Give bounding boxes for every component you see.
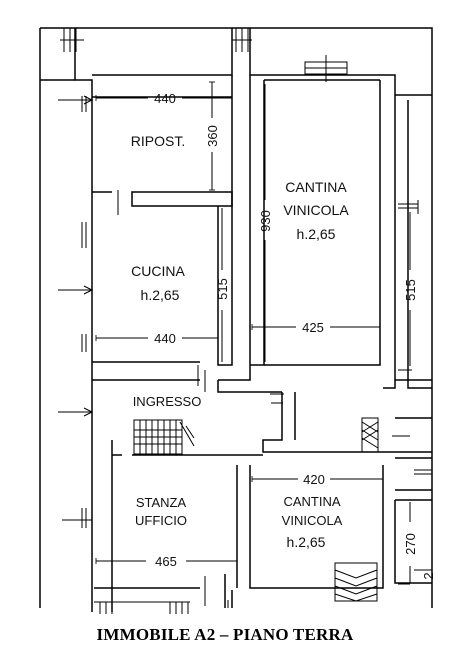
plan-caption: IMMOBILE A2 – PIANO TERRA [96,625,354,644]
room-cucina-height: h.2,65 [141,287,180,303]
room-cantina-bottom-line1: CANTINA [283,494,340,509]
door-marks [117,190,410,608]
dim-ripost-height: 360 [205,125,220,147]
dim-cantina-height: 930 [258,210,273,232]
room-cantina-bottom-height: h.2,65 [287,534,326,550]
room-ingresso: INGRESSO [133,394,202,409]
room-cantina-top-height: h.2,65 [297,226,336,242]
room-stanza-ufficio-line1: STANZA [136,495,187,510]
dim-right-height: 515 [403,279,418,301]
dim-small-height: 270 [403,533,418,555]
room-cucina: CUCINA [131,263,185,279]
stair-symbol-right [361,417,410,453]
room-cantina-top-line1: CANTINA [285,179,347,195]
outer-walls [39,27,433,612]
right-window-marks [398,200,432,571]
dim-ripost-width: 440 [154,91,176,106]
room-cantina-bottom-line2: VINICOLA [282,513,343,528]
dim-ufficio-width: 465 [155,554,177,569]
room-cantina-top-line2: VINICOLA [283,202,349,218]
dim-cantina-width: 425 [302,320,324,335]
stairs-ingresso [133,419,195,455]
dim-cantina-bottom-width: 420 [303,472,325,487]
dim-cucina-width: 440 [154,331,176,346]
top-windows [60,28,348,82]
entrance-arrows [58,95,94,528]
stair-symbol-bottom-left [94,601,190,614]
interior-walls [92,75,432,612]
dimension-lines [96,82,411,583]
room-stanza-ufficio-line2: UFFICIO [135,513,187,528]
stair-symbol-bottom [334,562,378,602]
room-ripostiglio: RIPOST. [131,133,185,149]
dim-cucina-height: 515 [215,278,230,300]
dim-corner-fragment: 2 [421,572,436,579]
